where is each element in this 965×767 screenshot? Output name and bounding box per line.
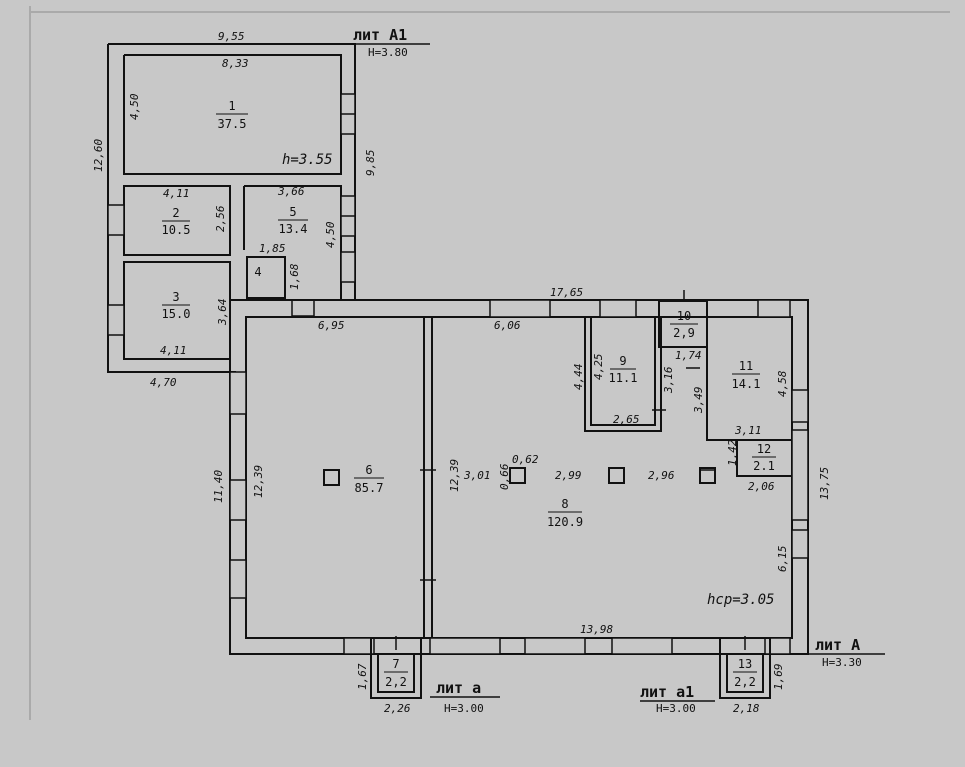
dim-425: 4,25 bbox=[592, 354, 605, 381]
room-9-area: 11.1 bbox=[609, 371, 638, 385]
dim-458: 4,58 bbox=[776, 370, 789, 397]
dim-168: 1,68 bbox=[288, 263, 301, 290]
dim-366: 3,66 bbox=[277, 185, 305, 198]
dim-265: 2,65 bbox=[613, 413, 640, 426]
lit-A-height: H=3.30 bbox=[822, 656, 862, 669]
hcp-label: hср=3.05 bbox=[707, 592, 774, 608]
room-3-number: 3 bbox=[172, 290, 179, 304]
room-6-number: 6 bbox=[365, 463, 372, 477]
dim-450a: 4,50 bbox=[128, 93, 141, 120]
dim-185: 1,85 bbox=[259, 242, 286, 255]
room-11-number: 11 bbox=[739, 359, 753, 373]
room-12-number: 12 bbox=[757, 442, 771, 456]
room-11-area: 14.1 bbox=[732, 377, 761, 391]
dim-311: 3,11 bbox=[734, 424, 762, 437]
lit-a1-small-label: лит а1 bbox=[640, 683, 694, 701]
room-9-number: 9 bbox=[619, 354, 626, 368]
room-5-number: 5 bbox=[289, 205, 296, 219]
dim-364: 3,64 bbox=[216, 299, 229, 327]
lit-A-label: лит А bbox=[815, 636, 860, 654]
dim-411b: 4,11 bbox=[160, 344, 187, 357]
room-1-area: 37.5 bbox=[218, 117, 247, 131]
windows-lit-a1 bbox=[107, 93, 356, 336]
dim-411a: 4,11 bbox=[163, 187, 190, 200]
dim-833: 8,33 bbox=[222, 57, 249, 70]
windows-lit-a bbox=[229, 299, 809, 655]
room-5-area: 13.4 bbox=[279, 222, 308, 236]
dim-256: 2,56 bbox=[214, 205, 227, 232]
dim-1260: 12,60 bbox=[92, 139, 105, 172]
dim-1239a: 12,39 bbox=[252, 465, 265, 498]
dim-955: 9,55 bbox=[218, 30, 245, 43]
room-1-number: 1 bbox=[228, 99, 235, 113]
dim-142: 1,42 bbox=[726, 439, 739, 466]
dim-615: 6,15 bbox=[776, 546, 789, 573]
dim-1765: 17,65 bbox=[550, 286, 583, 299]
room-10-number: 10 bbox=[677, 309, 691, 323]
lit-a-label: лит а bbox=[436, 679, 481, 697]
dim-174: 1,74 bbox=[675, 349, 702, 362]
dim-218: 2,18 bbox=[733, 702, 760, 715]
dim-695: 6,95 bbox=[318, 319, 345, 332]
dim-606: 6,06 bbox=[494, 319, 521, 332]
room-3-area: 15.0 bbox=[162, 307, 191, 321]
dim-316: 3,16 bbox=[662, 366, 675, 394]
label-lines bbox=[352, 43, 885, 702]
h-label: h=3.55 bbox=[282, 152, 333, 168]
lit-a1-small-height: H=3.00 bbox=[656, 702, 696, 715]
room-13-number: 13 bbox=[738, 657, 752, 671]
dim-1398: 13,98 bbox=[580, 623, 613, 636]
room-8-area: 120.9 bbox=[547, 515, 583, 529]
dim-226: 2,26 bbox=[384, 702, 411, 715]
dim-296: 2,96 bbox=[648, 469, 675, 482]
room-4-number: 4 bbox=[254, 265, 261, 279]
lit-a1-label: лит А1 bbox=[353, 26, 407, 44]
room-10-area: 2,9 bbox=[673, 326, 695, 340]
dim-1375: 13,75 bbox=[818, 467, 831, 500]
dim-066: 0,66 bbox=[498, 463, 511, 490]
dim-985: 9,85 bbox=[364, 150, 377, 177]
dim-1140: 11,40 bbox=[212, 470, 225, 503]
lit-a1-height: H=3.80 bbox=[368, 46, 408, 59]
room-8-number: 8 bbox=[561, 497, 568, 511]
room-2-number: 2 bbox=[172, 206, 179, 220]
dim-062: 0,62 bbox=[512, 453, 539, 466]
tick-marks bbox=[395, 290, 746, 650]
dim-299: 2,99 bbox=[555, 469, 582, 482]
frame-lines bbox=[29, 6, 950, 720]
columns bbox=[323, 467, 716, 486]
dim-167: 1,67 bbox=[356, 663, 369, 690]
dim-450b: 4,50 bbox=[324, 221, 337, 248]
dim-206: 2,06 bbox=[748, 480, 775, 493]
dim-1239b: 12,39 bbox=[448, 459, 461, 492]
dim-301: 3,01 bbox=[463, 469, 491, 482]
room-7-number: 7 bbox=[392, 657, 399, 671]
dim-169: 1,69 bbox=[772, 664, 785, 691]
lit-a-height: H=3.00 bbox=[444, 702, 484, 715]
dim-470: 4,70 bbox=[150, 376, 177, 389]
room-6-area: 85.7 bbox=[355, 481, 384, 495]
room-12-area: 2.1 bbox=[753, 459, 775, 473]
dim-444: 4,44 bbox=[572, 364, 585, 391]
room-2-area: 10.5 bbox=[162, 223, 191, 237]
room-13-area: 2,2 bbox=[734, 675, 756, 689]
room-7-area: 2,2 bbox=[385, 675, 407, 689]
dimensions: 9,55 8,33 4,50 12,60 9,85 4,11 2,56 3,66… bbox=[92, 30, 831, 715]
room-labels: 1 37.5 2 10.5 3 15.0 4 5 13.4 6 85.7 7 2… bbox=[162, 99, 776, 689]
dim-349: 3,49 bbox=[692, 387, 705, 415]
